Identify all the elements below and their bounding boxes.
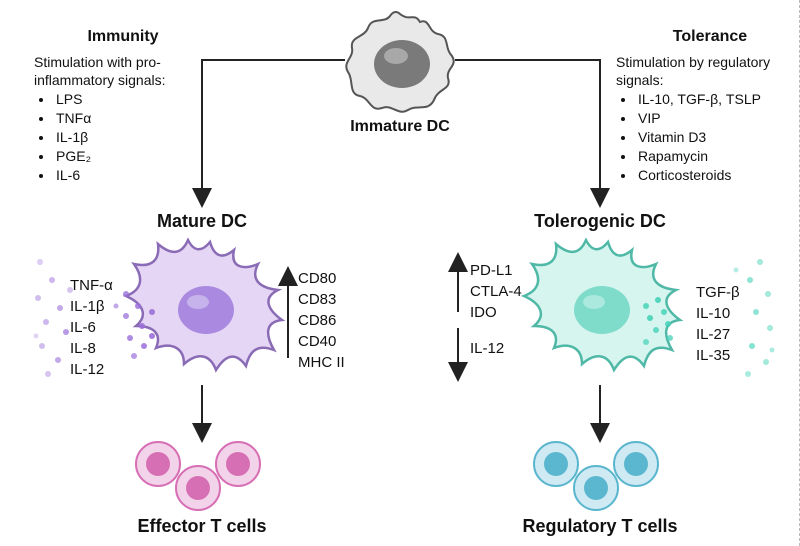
immunity-signal: LPS bbox=[54, 90, 91, 109]
cytokine-dot bbox=[661, 309, 667, 315]
cytokine-dot bbox=[33, 333, 39, 339]
cytokine-dot bbox=[67, 287, 73, 293]
immature-dc-label: Immature DC bbox=[350, 118, 450, 135]
cytokine-dot bbox=[655, 297, 661, 303]
immunity-signal: PGE₂ bbox=[54, 147, 91, 166]
tolerance-signal: Vitamin D3 bbox=[636, 128, 761, 147]
regulatory-t-cell bbox=[613, 441, 659, 487]
cytokine-dot bbox=[123, 313, 129, 319]
tolerance-title: Tolerance bbox=[672, 28, 748, 45]
tolerogenic-cytokine-list: TGF-β IL-10 IL-27 IL-35 bbox=[696, 282, 740, 366]
effector-t-cell bbox=[175, 465, 221, 511]
mature-cytokine-list: TNF-α IL-1β IL-6 IL-8 IL-12 bbox=[70, 275, 113, 380]
tolerogenic-cytokine: IL-10 bbox=[696, 305, 731, 322]
mature-marker: CD40 bbox=[298, 333, 337, 350]
cytokine-dot bbox=[127, 335, 133, 341]
mature-marker: CD83 bbox=[298, 291, 337, 308]
cytokine-dot bbox=[45, 371, 51, 377]
cytokine-dot bbox=[757, 259, 763, 265]
cytokine-dot bbox=[653, 327, 659, 333]
regulatory-t-cells-group bbox=[533, 441, 659, 511]
immunity-signal: TNFα bbox=[54, 109, 91, 128]
cytokine-dot bbox=[749, 343, 755, 349]
tolerogenic-dc-title: Tolerogenic DC bbox=[534, 211, 666, 231]
immunity-signal-list: LPS TNFα IL-1β PGE₂ IL-6 bbox=[38, 90, 91, 185]
mature-cytokine-dots bbox=[33, 259, 155, 377]
mature-cytokine: IL-6 bbox=[70, 319, 96, 336]
cytokine-dot bbox=[149, 333, 155, 339]
tolerogenic-cytokine-dots bbox=[643, 259, 775, 377]
cytokine-dot bbox=[55, 357, 61, 363]
cytokine-dot bbox=[753, 309, 759, 315]
cytokine-dot bbox=[769, 347, 775, 353]
cytokine-dot bbox=[149, 309, 155, 315]
cytokine-dot bbox=[665, 321, 671, 327]
cytokine-dot bbox=[49, 277, 55, 283]
tolerogenic-up-marker: PD-L1 bbox=[470, 262, 513, 279]
cytokine-dot bbox=[141, 343, 147, 349]
tolerance-signal: VIP bbox=[636, 109, 761, 128]
cytokine-dot bbox=[763, 359, 769, 365]
tolerance-signal-list: IL-10, TGF-β, TSLP VIP Vitamin D3 Rapamy… bbox=[620, 90, 761, 185]
tolerogenic-up-marker: CTLA-4 bbox=[470, 283, 522, 300]
arrow-to-tolerogenic-dc bbox=[455, 59, 610, 208]
mature-cytokine: IL-8 bbox=[70, 340, 96, 357]
mature-cytokine: TNF-α bbox=[70, 277, 113, 294]
cytokine-dot bbox=[733, 267, 739, 273]
cytokine-dot bbox=[767, 325, 773, 331]
cytokine-dot bbox=[57, 305, 63, 311]
cytokine-dot bbox=[135, 303, 141, 309]
cytokine-dot bbox=[139, 323, 145, 329]
cytokine-dot bbox=[113, 303, 119, 309]
mature-cytokine: IL-1β bbox=[70, 298, 105, 315]
immunity-title: Immunity bbox=[87, 28, 159, 45]
immunity-signal: IL-6 bbox=[54, 166, 91, 185]
cytokine-dot bbox=[747, 277, 753, 283]
cytokine-dot bbox=[643, 303, 649, 309]
tolerogenic-down-marker: IL-12 bbox=[470, 340, 505, 357]
cytokine-dot bbox=[745, 371, 751, 377]
tolerance-signal: IL-10, TGF-β, TSLP bbox=[636, 90, 761, 109]
tolerogenic-cytokine: TGF-β bbox=[696, 284, 740, 301]
effector-t-cells-label: Effector T cells bbox=[137, 516, 267, 536]
cytokine-dot bbox=[39, 343, 45, 349]
cytokine-dot bbox=[643, 339, 649, 345]
tolerogenic-dc-cell bbox=[520, 238, 684, 373]
cytokine-dot bbox=[667, 335, 673, 341]
cytokine-dot bbox=[647, 315, 653, 321]
mature-cytokine: IL-12 bbox=[70, 361, 105, 378]
cytokine-dot bbox=[43, 319, 49, 325]
tolerogenic-up-marker: IDO bbox=[470, 304, 497, 321]
regulatory-t-cell bbox=[533, 441, 579, 487]
immature-dc-cell bbox=[345, 11, 455, 113]
cytokine-dot bbox=[131, 353, 137, 359]
effector-t-cell bbox=[215, 441, 261, 487]
mature-dc-cell bbox=[122, 238, 286, 373]
mature-marker: MHC II bbox=[298, 354, 345, 371]
tolerance-signal: Rapamycin bbox=[636, 147, 761, 166]
mature-marker: CD80 bbox=[298, 270, 337, 287]
immunity-subtitle: Stimulation with pro-inflammatory signal… bbox=[34, 54, 166, 88]
tolerogenic-up-marker-list: PD-L1 CTLA-4 IDO bbox=[470, 260, 522, 323]
cytokine-dot bbox=[765, 291, 771, 297]
tolerance-signal: Corticosteroids bbox=[636, 166, 761, 185]
tolerogenic-cytokine: IL-27 bbox=[696, 326, 731, 343]
tolerogenic-cytokine: IL-35 bbox=[696, 347, 731, 364]
arrow-to-mature-dc bbox=[192, 59, 345, 208]
mature-marker-list: CD80 CD83 CD86 CD40 MHC II bbox=[298, 268, 345, 373]
mature-dc-title: Mature DC bbox=[156, 211, 247, 231]
cytokine-dot bbox=[123, 291, 129, 297]
tolerance-subtitle: Stimulation by regulatory signals: bbox=[616, 54, 771, 88]
cytokine-dot bbox=[35, 295, 41, 301]
regulatory-t-cells-label: Regulatory T cells bbox=[522, 516, 678, 536]
mature-marker: CD86 bbox=[298, 312, 337, 329]
cytokine-dot bbox=[37, 259, 43, 265]
effector-t-cell bbox=[135, 441, 181, 487]
regulatory-t-cell bbox=[573, 465, 619, 511]
effector-t-cells-group bbox=[135, 441, 261, 511]
cytokine-dot bbox=[63, 329, 69, 335]
immunity-signal: IL-1β bbox=[54, 128, 91, 147]
